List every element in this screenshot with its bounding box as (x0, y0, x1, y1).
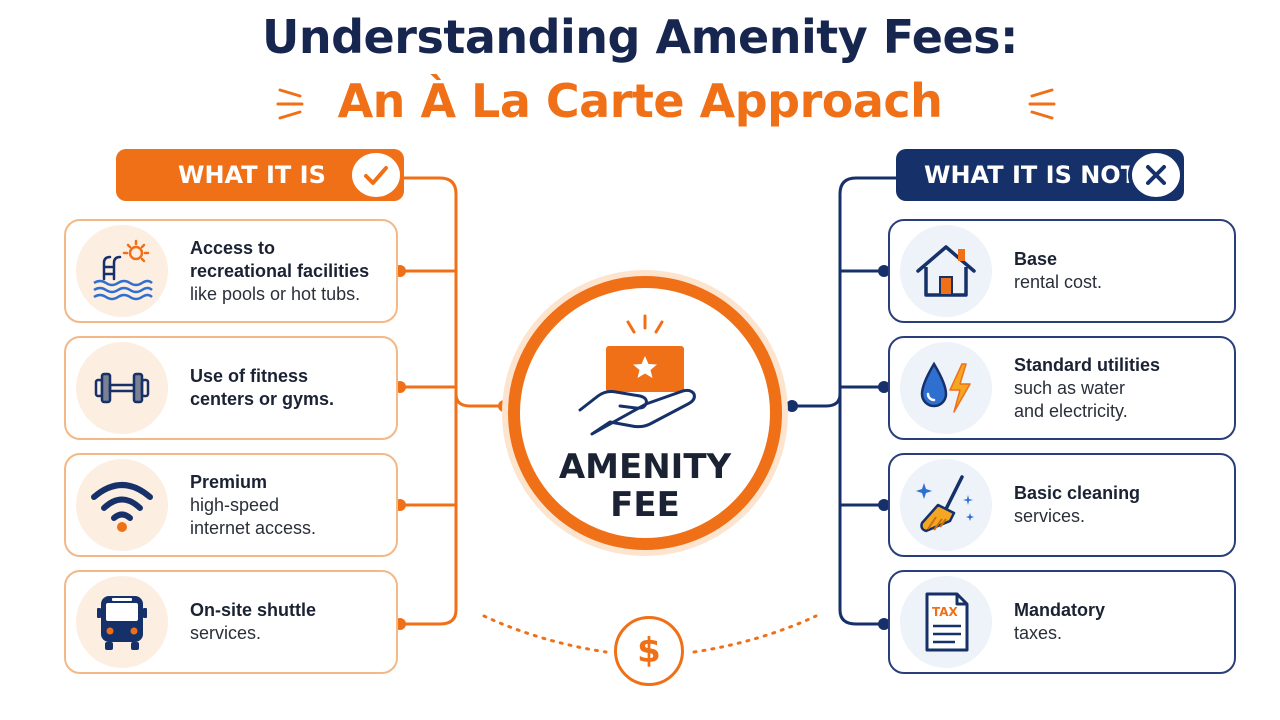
left-card-shuttle-text: On-site shuttle services. (190, 599, 316, 645)
card-bold-text: Mandatory (1014, 600, 1106, 620)
what-it-is-label: WHAT IT IS (178, 161, 326, 189)
card-bold-text: Basic cleaning (1014, 483, 1141, 503)
right-card-cleaning: Basic cleaning services. (888, 453, 1236, 557)
card-bold-text: Premium (190, 471, 268, 492)
broom-icon (900, 459, 992, 551)
card-bold-text: Base (1014, 249, 1058, 269)
left-card-internet: Premium high-speed internet access. (64, 453, 398, 557)
right-card-taxes-text: Mandatory taxes. (1014, 599, 1105, 645)
left-card-pools-text: Access to recreational facilities like p… (190, 237, 369, 306)
card-body-text: high-speed (190, 494, 280, 515)
right-card-utilities: Standard utilities such as water and ele… (888, 336, 1236, 440)
checkmark-icon (348, 149, 404, 201)
amenity-fee-label: AMENITY FEE (508, 448, 782, 524)
right-card-taxes: TAX Mandatory taxes. (888, 570, 1236, 674)
card-body-text: like pools or hot tubs. (190, 283, 361, 304)
bus-icon (76, 576, 168, 668)
card-body-text: rental cost. (1014, 272, 1103, 292)
card-body-text: internet access. (190, 517, 317, 538)
left-card-fitness-text: Use of fitness centers or gyms. (190, 365, 334, 411)
what-it-is-header: WHAT IT IS (116, 149, 404, 201)
card-body-text: taxes. (1014, 623, 1063, 643)
wifi-icon (76, 459, 168, 551)
left-card-internet-text: Premium high-speed internet access. (190, 471, 316, 540)
left-card-fitness: Use of fitness centers or gyms. (64, 336, 398, 440)
burst-left-icon (276, 88, 304, 120)
card-body-text: and electricity. (1014, 400, 1128, 421)
tax-document-icon: TAX (900, 576, 992, 668)
card-bold-text: Access to (190, 237, 276, 258)
title-line-2: An À La Carte Approach (337, 74, 943, 128)
what-it-is-not-label: WHAT IT IS NOT (924, 161, 1138, 189)
tax-label: TAX (932, 605, 959, 619)
right-card-base-rent: Base rental cost. (888, 219, 1236, 323)
cross-icon (1128, 149, 1184, 201)
right-card-cleaning-text: Basic cleaning services. (1014, 482, 1140, 528)
burst-right-icon (1028, 88, 1056, 120)
dollar-icon: $ (614, 616, 684, 686)
dumbbell-icon (76, 342, 168, 434)
card-body-text: services. (190, 623, 262, 643)
pool-icon (76, 225, 168, 317)
amenity-fee-line-1: AMENITY (558, 447, 732, 487)
left-card-shuttle: On-site shuttle services. (64, 570, 398, 674)
card-bold-text: Use of fitness (190, 366, 309, 386)
card-body-text: such as water (1014, 377, 1126, 398)
right-card-utilities-text: Standard utilities such as water and ele… (1014, 354, 1160, 423)
left-card-pools: Access to recreational facilities like p… (64, 219, 398, 323)
hand-holding-card-icon (578, 314, 696, 436)
card-bold-text: centers or gyms. (190, 389, 335, 409)
card-bold-text: recreational facilities (190, 260, 370, 281)
card-body-text: services. (1014, 506, 1086, 526)
house-icon (900, 225, 992, 317)
card-bold-text: Standard utilities (1014, 354, 1161, 375)
amenity-fee-line-2: FEE (610, 485, 680, 525)
right-card-base-rent-text: Base rental cost. (1014, 248, 1102, 294)
title-line-1: Understanding Amenity Fees: (262, 10, 1018, 64)
utilities-icon (900, 342, 992, 434)
what-it-is-not-header: WHAT IT IS NOT (896, 149, 1184, 201)
card-bold-text: On-site shuttle (190, 600, 317, 620)
